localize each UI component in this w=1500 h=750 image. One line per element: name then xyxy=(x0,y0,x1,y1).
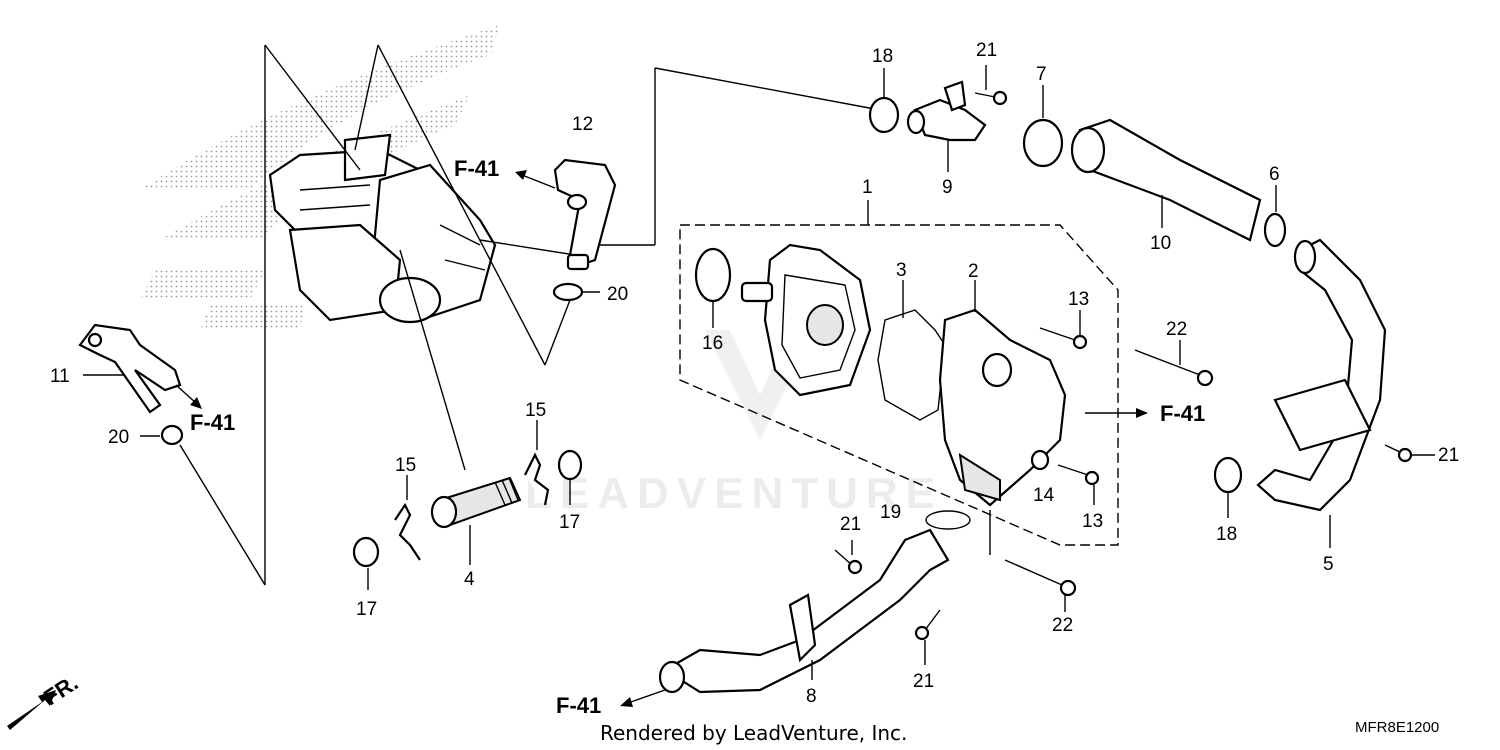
part-label-21-top: 21 xyxy=(976,40,997,61)
engine-block xyxy=(268,133,497,324)
front-direction-arrow xyxy=(7,690,56,730)
leader-lines xyxy=(179,44,1119,586)
watermark-text: LEADVENTURE xyxy=(525,469,943,518)
part-16-oring xyxy=(694,247,732,303)
ref-label-bottom: F-41 xyxy=(556,693,601,718)
part-label-1: 1 xyxy=(862,177,873,198)
part-19-gasket xyxy=(925,510,971,530)
part-22-bolts xyxy=(989,340,1214,612)
part-15-clip-right xyxy=(524,452,550,506)
part-4-tube xyxy=(430,476,522,565)
part-label-2: 2 xyxy=(968,261,979,282)
reference-arrows xyxy=(175,170,1148,707)
ref-label-right: F-41 xyxy=(1160,401,1205,426)
part-label-5: 5 xyxy=(1323,554,1334,575)
part-number-labels: 1 2 3 4 5 6 7 8 9 10 11 12 13 13 14 15 1… xyxy=(50,40,1459,707)
part-2-pump-cover xyxy=(938,280,1067,507)
part-20-grommet-upper xyxy=(552,282,584,302)
part-label-3: 3 xyxy=(896,260,907,281)
part-label-11: 11 xyxy=(50,366,70,387)
reference-labels: F-41 F-41 F-41 F-41 xyxy=(190,156,1205,718)
part-14-washer xyxy=(1030,449,1050,471)
part-label-17-right: 17 xyxy=(559,512,580,533)
part-label-6: 6 xyxy=(1269,164,1280,185)
part-8-lower-pipe xyxy=(658,528,950,694)
part-label-20-lower: 20 xyxy=(108,427,129,448)
water-pump-housing xyxy=(740,243,872,397)
part-label-17-left: 17 xyxy=(356,599,377,620)
part-label-18-lower: 18 xyxy=(1216,524,1237,545)
part-label-15-left: 15 xyxy=(395,455,416,476)
part-9-joint xyxy=(906,80,987,172)
part-label-13-upper: 13 xyxy=(1068,289,1089,310)
part-label-10: 10 xyxy=(1150,233,1171,254)
part-label-16: 16 xyxy=(702,333,723,354)
part-20-grommet-lower xyxy=(160,424,184,446)
part-7-clamp xyxy=(1022,118,1064,168)
front-direction-label: FR. xyxy=(39,670,82,710)
part-17-oring-left xyxy=(352,536,380,568)
part-17-oring-right xyxy=(557,449,583,481)
part-18-seal-lower xyxy=(1213,456,1243,494)
part-label-21-mid: 21 xyxy=(840,514,861,535)
footer-credit: Rendered by LeadVenture, Inc. xyxy=(600,721,907,745)
part-3-gasket xyxy=(877,309,946,421)
diagram-code: MFR8E1200 xyxy=(1355,719,1439,736)
part-5-hose xyxy=(1256,238,1387,548)
part-label-7: 7 xyxy=(1036,64,1047,85)
part-label-22-lower: 22 xyxy=(1052,615,1073,636)
part-label-18-upper: 18 xyxy=(872,46,893,67)
part-13-bolts xyxy=(1039,310,1100,505)
part-label-20-upper: 20 xyxy=(607,284,628,305)
part-label-14: 14 xyxy=(1033,485,1055,506)
part-11-pipe xyxy=(78,323,182,414)
ref-label-left: F-41 xyxy=(190,410,235,435)
part-label-15-right: 15 xyxy=(525,400,546,421)
part-label-19: 19 xyxy=(880,502,901,523)
part-label-8: 8 xyxy=(806,686,817,707)
part-label-4: 4 xyxy=(464,569,475,590)
part-10-hose xyxy=(1070,118,1262,242)
part-21-bolts xyxy=(834,65,1435,665)
part-6-clamp xyxy=(1263,212,1287,248)
part-12-pipe xyxy=(553,158,617,271)
part-label-12: 12 xyxy=(572,114,593,135)
part-label-21-bottom: 21 xyxy=(913,671,934,692)
part-18-seal-upper xyxy=(868,96,900,134)
part-label-9: 9 xyxy=(942,177,953,198)
part-label-22-upper: 22 xyxy=(1166,319,1187,340)
part-label-21-right: 21 xyxy=(1438,445,1459,466)
ref-label-upper-left: F-41 xyxy=(454,156,499,181)
part-15-clip-left xyxy=(394,502,421,561)
part-label-13-lower: 13 xyxy=(1082,511,1103,532)
